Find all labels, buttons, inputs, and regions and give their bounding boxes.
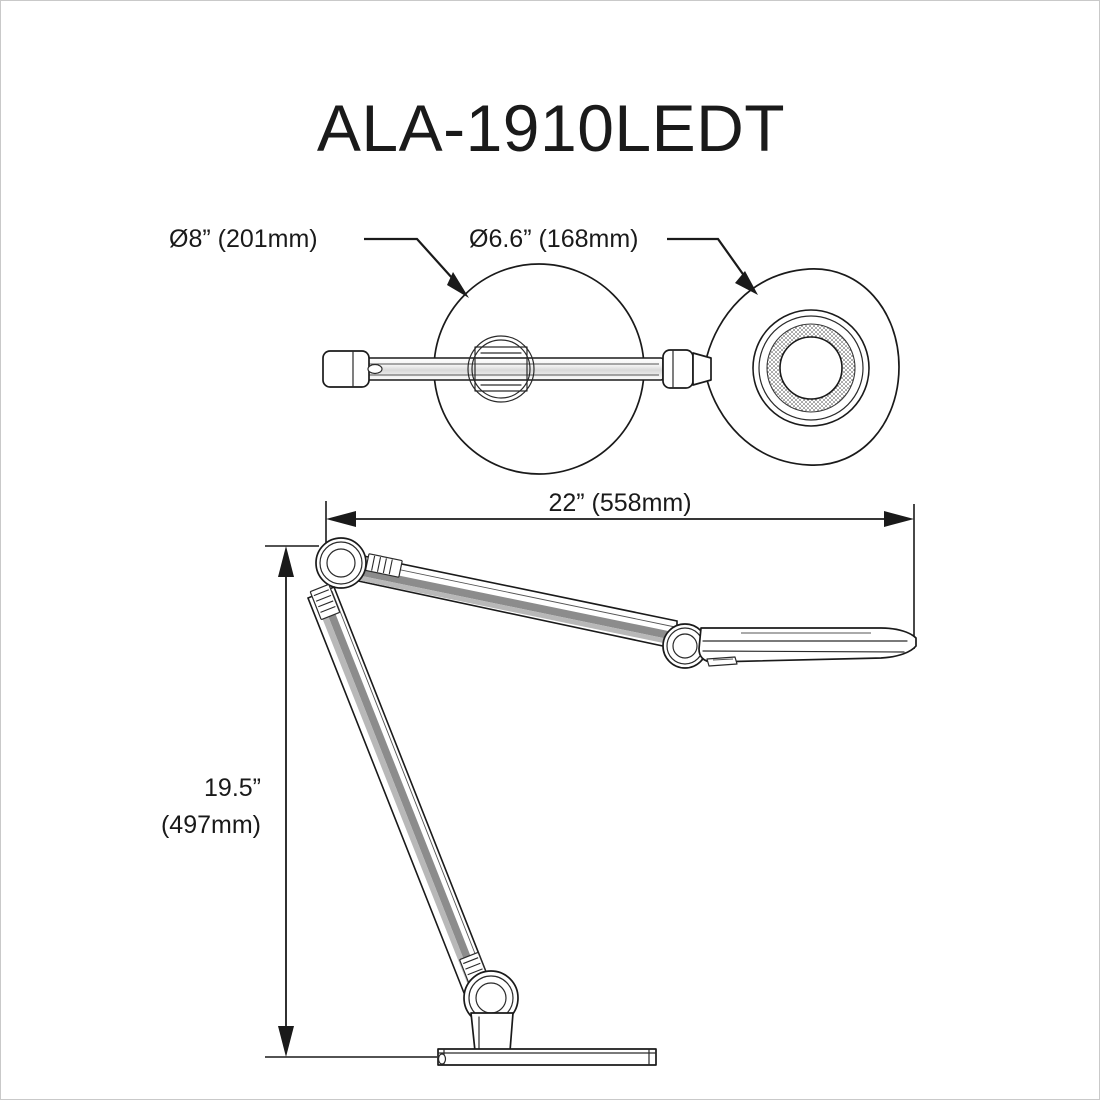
top-view-shade-ring-mid (758, 315, 864, 421)
top-view-arm-end-cap (322, 350, 370, 388)
overall-height-label-line2: (497mm) (161, 811, 261, 839)
lower-arm-highlight (315, 598, 475, 990)
lower-arm (306, 584, 492, 995)
top-view-head-neck (692, 352, 712, 386)
top-view-base-hub-outer (467, 335, 535, 403)
page-title: ALA-1910LEDT (317, 91, 785, 165)
upper-arm-collar (365, 553, 403, 578)
lower-arm-upper-collar (309, 584, 341, 620)
overall-height-label-line1: 19.5” (204, 774, 261, 802)
lamp-head-panel (698, 627, 917, 667)
base-pivot-joint (463, 970, 519, 1026)
reach-arrow-right (884, 511, 914, 527)
base-plate-body (437, 1048, 657, 1066)
top-view-shade-aperture (779, 336, 843, 400)
upper-arm-collar-ribs (371, 555, 393, 575)
upper-arm-highlight (357, 575, 673, 645)
top-pivot-joint (315, 537, 367, 589)
base-plate (437, 1048, 657, 1066)
elbow-joint (662, 623, 708, 669)
side-elevation (306, 537, 917, 1066)
upper-arm-shadow (357, 567, 673, 640)
top-view (322, 263, 900, 475)
top-view-base-hub-block (474, 346, 528, 392)
head-panel-body (698, 627, 917, 663)
base-diameter-callout: Ø8” (201mm) (169, 225, 469, 298)
base-diameter-arrowhead (447, 272, 469, 298)
overall-height-dimension: 19.5” (497mm) (161, 545, 437, 1058)
top-view-head-knuckle (662, 349, 694, 389)
elbow-bore (672, 633, 698, 659)
shade-diameter-arrowhead (735, 271, 758, 295)
height-arrow-top (278, 546, 294, 577)
base-pivot-bore (475, 982, 507, 1014)
shade-diameter-label: Ø6.6” (168mm) (469, 225, 638, 253)
lower-arm-shadow (321, 595, 482, 988)
overall-reach-label: 22” (558mm) (548, 489, 691, 517)
overall-reach-dimension: 22” (558mm) (325, 489, 915, 649)
height-arrow-bottom (278, 1026, 294, 1057)
reach-arrow-left (326, 511, 356, 527)
top-view-arm-tube (352, 357, 664, 381)
base-column (470, 1012, 514, 1052)
base-plate-cable-port (437, 1053, 447, 1065)
top-view-base-hub-inner (471, 339, 531, 399)
top-view-arm-pivot-screw (367, 363, 383, 375)
upper-arm (348, 552, 678, 650)
top-pivot-mid-ring (319, 541, 363, 585)
head-switch-detail (706, 656, 738, 667)
top-pivot-bore (326, 548, 356, 578)
lower-arm-upper-collar-ribs (313, 589, 336, 613)
head-panel-seam-lower (702, 650, 905, 653)
shade-diameter-callout: Ø6.6” (168mm) (469, 225, 758, 295)
base-diameter-label: Ø8” (201mm) (169, 225, 318, 253)
